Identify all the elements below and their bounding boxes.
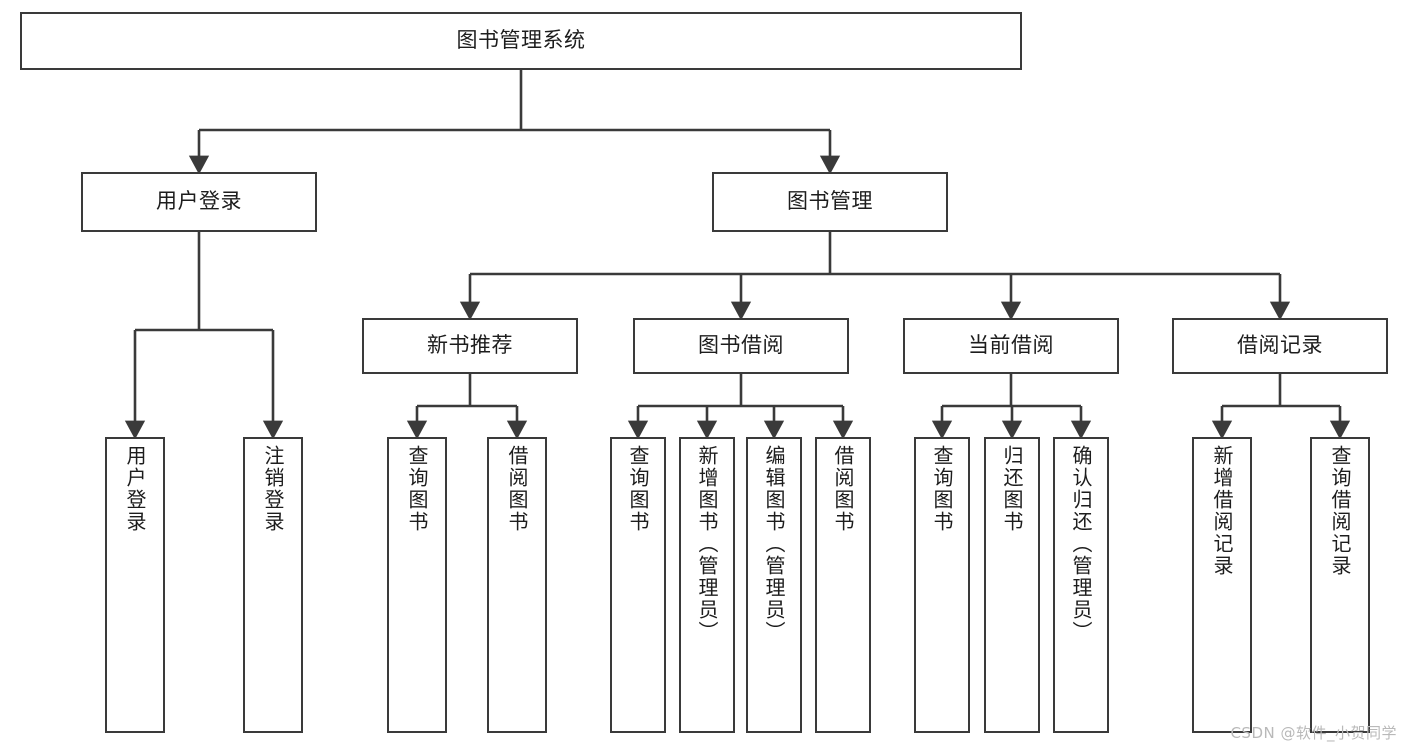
node-leaf-query-record[interactable]: 查询借阅记录 (1310, 437, 1370, 733)
node-leaf-user-logout[interactable]: 注销登录 (243, 437, 303, 733)
node-leaf-borrow-book-1[interactable]: 借阅图书 (487, 437, 547, 733)
node-user-login[interactable]: 用户登录 (81, 172, 317, 232)
node-leaf-confirm-return-label: 确认归还（管理员） (1069, 445, 1093, 643)
node-leaf-query-book-3[interactable]: 查询图书 (914, 437, 970, 733)
connector-group-root (188, 70, 841, 175)
node-leaf-user-login[interactable]: 用户登录 (105, 437, 165, 733)
node-book-manage-label: 图书管理 (787, 189, 873, 214)
node-leaf-query-book-1[interactable]: 查询图书 (387, 437, 447, 733)
node-current-borrow-label: 当前借阅 (968, 333, 1054, 358)
node-leaf-query-book-2[interactable]: 查询图书 (610, 437, 666, 733)
node-new-book-recommend-label: 新书推荐 (427, 333, 513, 358)
node-leaf-return-book[interactable]: 归还图书 (984, 437, 1040, 733)
connector-group-new-book (406, 374, 528, 440)
node-new-book-recommend[interactable]: 新书推荐 (362, 318, 578, 374)
node-leaf-borrow-book-1-label: 借阅图书 (505, 445, 529, 533)
node-leaf-query-book-1-label: 查询图书 (405, 445, 429, 533)
node-leaf-user-logout-label: 注销登录 (261, 445, 285, 533)
node-leaf-edit-book-label: 编辑图书（管理员） (762, 445, 786, 643)
node-root[interactable]: 图书管理系统 (20, 12, 1022, 70)
node-leaf-add-book-label: 新增图书（管理员） (695, 445, 719, 643)
node-leaf-add-book[interactable]: 新增图书（管理员） (679, 437, 735, 733)
node-user-login-label: 用户登录 (156, 189, 242, 214)
connector-group-book-borrow (627, 374, 854, 440)
node-leaf-query-book-2-label: 查询图书 (626, 445, 650, 533)
node-current-borrow[interactable]: 当前借阅 (903, 318, 1119, 374)
node-leaf-confirm-return[interactable]: 确认归还（管理员） (1053, 437, 1109, 733)
node-root-label: 图书管理系统 (456, 28, 586, 53)
node-book-borrow[interactable]: 图书借阅 (633, 318, 849, 374)
node-book-borrow-label: 图书借阅 (698, 333, 784, 358)
node-borrow-record[interactable]: 借阅记录 (1172, 318, 1388, 374)
node-leaf-query-record-label: 查询借阅记录 (1328, 445, 1352, 577)
csdn-watermark: CSDN @软件_小贺同学 (1230, 724, 1397, 742)
node-leaf-edit-book[interactable]: 编辑图书（管理员） (746, 437, 802, 733)
connector-group-borrow-record (1211, 374, 1351, 440)
node-leaf-return-book-label: 归还图书 (1000, 445, 1024, 533)
connector-group-book-manage (459, 232, 1291, 321)
node-leaf-add-record[interactable]: 新增借阅记录 (1192, 437, 1252, 733)
connector-group-user-login (124, 232, 284, 440)
node-leaf-borrow-book-2-label: 借阅图书 (831, 445, 855, 533)
node-leaf-user-login-label: 用户登录 (123, 445, 147, 533)
node-book-manage[interactable]: 图书管理 (712, 172, 948, 232)
connector-group-current-borrow (931, 374, 1092, 440)
node-leaf-query-book-3-label: 查询图书 (930, 445, 954, 533)
node-borrow-record-label: 借阅记录 (1237, 333, 1323, 358)
node-leaf-add-record-label: 新增借阅记录 (1210, 445, 1234, 577)
node-leaf-borrow-book-2[interactable]: 借阅图书 (815, 437, 871, 733)
